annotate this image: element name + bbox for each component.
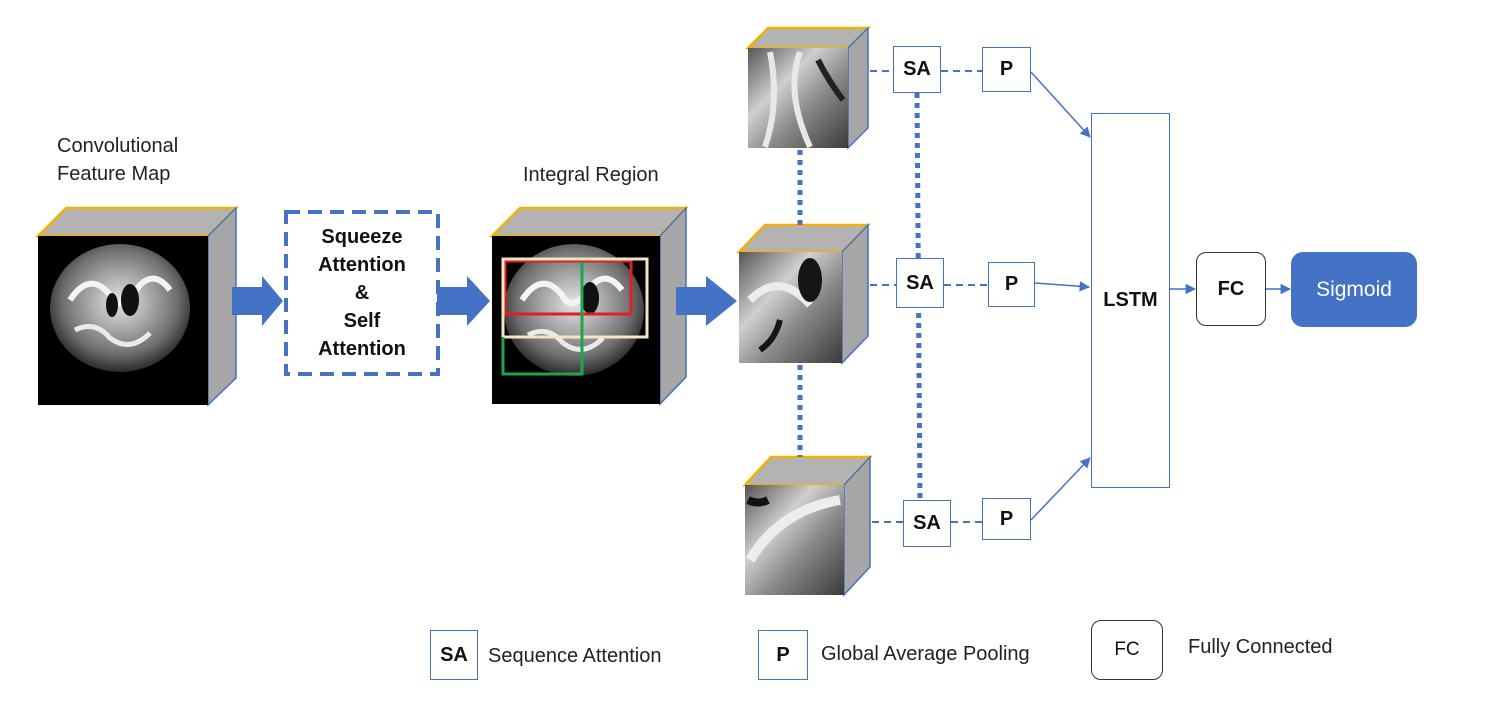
legend-p-key: P xyxy=(758,630,808,680)
lstm-box: LSTM xyxy=(1091,113,1170,488)
block-arrow-3 xyxy=(676,276,737,326)
sigmoid-box: Sigmoid xyxy=(1291,252,1417,327)
legend-p-text: Global Average Pooling xyxy=(821,643,1030,665)
region-box-red xyxy=(503,259,633,316)
legend-sa-key: SA xyxy=(430,630,478,680)
attention-label-line4: Self xyxy=(343,310,381,332)
block-arrow-2 xyxy=(437,276,490,326)
block-arrow-1 xyxy=(232,276,283,326)
arrow-p2-lstm xyxy=(1034,281,1091,292)
fc-box: FC xyxy=(1196,252,1266,326)
p-box-2: P xyxy=(988,262,1035,307)
attention-label-line5: Attention xyxy=(318,338,406,360)
brain-image-full xyxy=(50,244,190,372)
p-box-1: P xyxy=(982,47,1031,92)
sa-box-1: SA xyxy=(893,46,941,93)
crop-cube-top xyxy=(744,26,872,150)
attention-label-line3: & xyxy=(354,282,370,304)
attention-label: Squeeze Attention & Self Attention xyxy=(286,212,438,374)
crop-cube-bottom xyxy=(742,455,873,597)
brain-image-regions xyxy=(504,244,644,376)
feature-map-label: Convolutional Feature Map xyxy=(57,132,178,188)
feature-map-cube xyxy=(34,206,240,407)
sa-box-3: SA xyxy=(903,500,951,547)
integral-region-cube xyxy=(488,206,689,406)
legend-fc-text: Fully Connected xyxy=(1188,636,1333,658)
feature-map-label-line1: Convolutional xyxy=(57,135,179,157)
attention-label-line1: Squeeze xyxy=(321,226,403,248)
region-box-cream xyxy=(501,257,649,339)
arrow-p1-lstm xyxy=(1030,71,1091,138)
region-box-green xyxy=(501,262,584,376)
p-box-3: P xyxy=(982,498,1031,540)
crop-cube-middle xyxy=(736,223,871,365)
attention-label-line2: Attention xyxy=(318,254,406,276)
integral-region-label: Integral Region xyxy=(523,164,659,186)
arrow-p3-lstm xyxy=(1030,457,1091,521)
legend-sa-text: Sequence Attention xyxy=(488,645,662,667)
sa-box-2: SA xyxy=(896,258,944,308)
feature-map-label-line2: Feature Map xyxy=(57,163,171,185)
legend-fc-key: FC xyxy=(1091,620,1163,680)
